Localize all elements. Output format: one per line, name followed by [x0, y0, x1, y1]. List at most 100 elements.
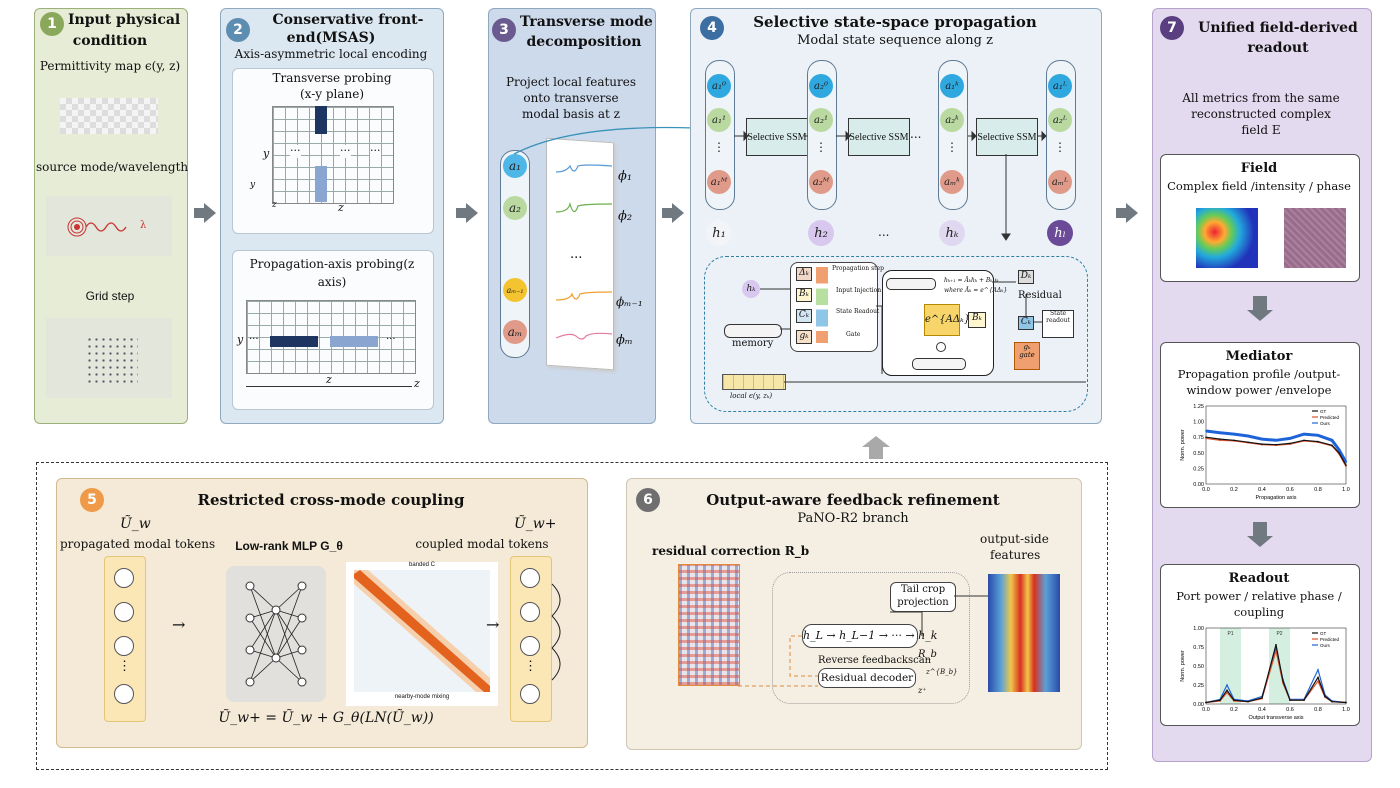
x-tick-label: 0.6 [1286, 487, 1294, 493]
coef-aM: aₘ [503, 320, 527, 344]
phi-2: ϕ₂ [618, 209, 633, 224]
transverse-axis-y: y [250, 180, 256, 190]
legend-label: GT [1320, 409, 1327, 414]
readout-line-2: coupling [1233, 605, 1285, 619]
arrow-6-4 [862, 436, 890, 459]
badge-4: 4 [700, 16, 724, 40]
data-point-gt [1289, 442, 1291, 445]
panel3-desc-2: onto transverse [523, 91, 619, 105]
data-point-gt [1261, 443, 1263, 445]
prop-y: y [237, 333, 244, 346]
data-point-gt [1226, 689, 1228, 692]
transverse-dots-1: ··· [290, 144, 301, 158]
data-point-gt [1275, 443, 1277, 446]
panel7-title-1: Unified field-derived [1198, 20, 1358, 36]
x-tick-label: 1.0 [1342, 487, 1350, 493]
h-k: hₖ [939, 220, 965, 246]
s3-b: a₂ᵏ [940, 108, 964, 132]
data-point-ours [1233, 433, 1235, 435]
prop-z-end: z [414, 377, 420, 390]
arrow-into-mlp: → [172, 615, 186, 634]
transverse-dark-bar [315, 106, 327, 134]
panel6-title: Output-aware feedback refinement [706, 491, 1000, 509]
y-tick-label: 1.25 [1193, 404, 1204, 410]
ssm-ck-out: Cₖ [1018, 316, 1034, 330]
prop-label-1: Propagation-axis probing(z [249, 257, 415, 271]
port-label: P1 [1227, 631, 1233, 637]
x-tick-label: 0.4 [1258, 707, 1266, 713]
mediator-title: Mediator [1225, 349, 1293, 364]
s1-a: a₁⁰ [707, 74, 731, 98]
ssm-state-chip-top [886, 278, 936, 290]
panel7-desc-2: reconstructed complex [1191, 107, 1331, 121]
nearby-label: nearby-mode mixing [394, 694, 450, 700]
chart-frame [1205, 405, 1347, 485]
zb-label: z^{B_b} [926, 668, 958, 676]
prop-axis-line [246, 386, 412, 387]
prop-dots-1: ··· [249, 334, 259, 345]
ssm-g-gate: gₖ gate [1014, 342, 1040, 370]
data-point-ours [1205, 430, 1207, 432]
series-line-predicted [1205, 437, 1347, 467]
param-state-read: State Readout [836, 308, 880, 315]
rb-label: R_b [918, 649, 937, 660]
ssm-eq-2: where Āₖ = e^{AΔₖ} [944, 287, 1008, 294]
source-wave-icon [67, 217, 127, 237]
ssm-state-chip-bottom [912, 358, 966, 370]
output-token-2 [520, 602, 540, 622]
features-map [988, 574, 1060, 692]
data-point-gt [1324, 695, 1326, 698]
badge-1: 1 [40, 12, 64, 36]
data-point-ours [1226, 684, 1228, 686]
y-tick-label: 1.00 [1193, 626, 1204, 632]
ssm-exp-block: e^{AΔₖ} [924, 304, 970, 336]
data-point-ours [1219, 432, 1221, 434]
ssm-flow-arrows [734, 130, 1047, 241]
feedback-dotted-box [772, 572, 970, 704]
panel3-desc-3: modal basis at z [521, 107, 620, 121]
x-tick-label: 0.8 [1314, 707, 1322, 713]
field-phase-map [1284, 208, 1346, 268]
x-tick-label: 0.2 [1230, 707, 1238, 713]
data-point-gt [1247, 441, 1249, 443]
grid-dots [86, 336, 138, 384]
mediator-card [1160, 342, 1360, 508]
x-axis-label: Propagation axis [1256, 495, 1297, 501]
data-point-gt [1317, 676, 1319, 679]
transverse-axis-z: z [272, 200, 277, 210]
data-point-gt [1275, 643, 1277, 646]
coef-aM1: aₘ₋₁ [503, 278, 527, 302]
memory-chip [724, 324, 782, 338]
panel5-title: Restricted cross-mode coupling [197, 491, 465, 509]
y-tick-label: 0.50 [1193, 664, 1204, 670]
legend-label: Ours [1320, 643, 1331, 648]
zplus-label: z⁺ [918, 686, 927, 695]
h-dots: ... [878, 225, 890, 239]
data-point-gt [1205, 701, 1207, 704]
coef-a2: a₂ [503, 196, 527, 220]
lambda-label: λ [140, 220, 147, 231]
param-ck: Cₖ [796, 309, 812, 323]
data-point-ours [1331, 439, 1333, 442]
s1-c: ⋮ [713, 140, 725, 154]
data-point-ours [1345, 461, 1347, 463]
arrow-2-3 [456, 203, 478, 223]
data-point-ours [1317, 669, 1319, 671]
input-token-dots: ⋮ [118, 659, 131, 674]
x-tick-label: 1.0 [1342, 707, 1350, 713]
data-point-gt [1205, 436, 1207, 438]
data-point-gt [1219, 438, 1221, 440]
bottom-dashed-frame [36, 462, 1108, 770]
permittivity-label: Permittivity map ϵ(y, z) [39, 59, 181, 73]
local-label: local ϵ(y, zₖ) [730, 392, 773, 400]
s4-a: a₁ᴸ [1048, 74, 1072, 98]
data-point-ours [1289, 437, 1291, 440]
mediator-line-1: Propagation profile /output- [1177, 367, 1341, 381]
y-axis-label: Norm. power [1180, 429, 1186, 461]
ssm-detail-box [704, 256, 1088, 412]
x-tick-label: 0.0 [1202, 487, 1210, 493]
series-line-gt [1205, 644, 1347, 704]
